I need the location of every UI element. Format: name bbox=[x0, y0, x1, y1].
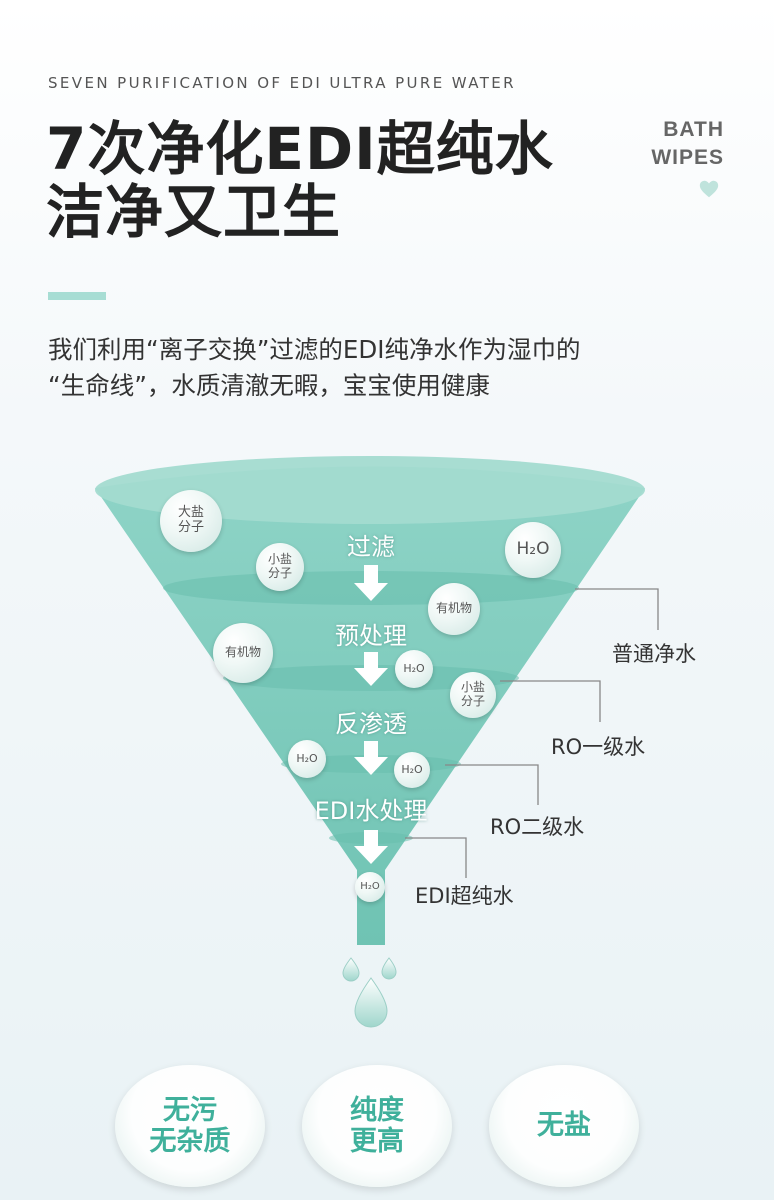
down-arrow-icon bbox=[354, 565, 388, 864]
bubble-organic-1: 有机物 bbox=[428, 583, 480, 635]
stage-label-reverse-osmosis: 反渗透 bbox=[335, 710, 407, 738]
funnel-rim bbox=[95, 456, 645, 524]
bubble-h2o-1: H₂O bbox=[505, 522, 561, 578]
benefit-no-pollution: 无污无杂质 bbox=[115, 1065, 265, 1187]
callout-ro-level-2: RO二级水 bbox=[490, 815, 585, 839]
description-line-2: “生命线”，水质清澈无暇，宝宝使用健康 bbox=[48, 371, 490, 400]
callout-ordinary-water: 普通净水 bbox=[612, 642, 696, 666]
headline-line-1: 7次净化EDI超纯水 bbox=[46, 115, 554, 183]
bubble-organic-2: 有机物 bbox=[213, 623, 273, 683]
bubble-h2o-2: H₂O bbox=[395, 650, 433, 688]
funnel-diagram bbox=[95, 456, 659, 1028]
stage-label-edi: EDI水处理 bbox=[314, 797, 428, 825]
bubble-h2o-5: H₂O bbox=[355, 872, 385, 902]
subtitle-english: SEVEN PURIFICATION OF EDI ULTRA PURE WAT… bbox=[48, 74, 516, 92]
description-line-1: 我们利用“离子交换”过滤的EDI纯净水作为湿巾的 bbox=[48, 335, 581, 364]
benefit-no-salt: 无盐 bbox=[489, 1065, 639, 1187]
headline-line-2: 洁净又卫生 bbox=[46, 178, 342, 246]
badge-text-bath: BATH bbox=[663, 118, 724, 141]
bubble-h2o-3: H₂O bbox=[288, 740, 326, 778]
heart-icon bbox=[699, 180, 719, 198]
callout-lines bbox=[405, 588, 659, 878]
water-drop-icon bbox=[342, 957, 397, 1028]
accent-bar bbox=[48, 292, 106, 300]
benefit-higher-purity: 纯度更高 bbox=[302, 1065, 452, 1187]
stage-label-filter: 过滤 bbox=[347, 533, 395, 561]
stage-label-pretreatment: 预处理 bbox=[335, 622, 407, 650]
bubble-small-salt-1: 小盐分子 bbox=[256, 543, 304, 591]
bubble-small-salt-2: 小盐分子 bbox=[450, 672, 496, 718]
callout-edi-ultra-pure: EDI超纯水 bbox=[415, 884, 514, 908]
bubble-large-salt: 大盐分子 bbox=[160, 490, 222, 552]
badge-text-wipes: WIPES bbox=[651, 146, 724, 169]
bubble-h2o-4: H₂O bbox=[394, 752, 430, 788]
callout-ro-level-1: RO一级水 bbox=[551, 735, 646, 759]
